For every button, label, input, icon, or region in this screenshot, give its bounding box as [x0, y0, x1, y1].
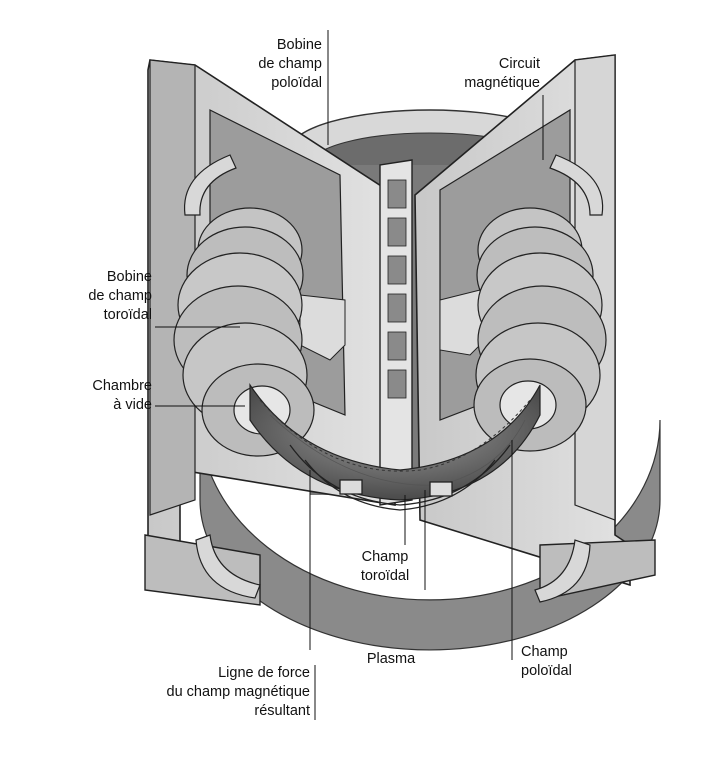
label-circuit-magnetique: Circuit magnétique [440, 55, 540, 93]
label-line: Champ [361, 549, 409, 565]
label-champ-toroidal: Champ toroïdal [340, 548, 430, 586]
label-line: du champ magnétique [166, 684, 311, 700]
label-bobine-toroidal: Bobine de champ toroïdal [50, 268, 152, 325]
central-column [379, 159, 413, 506]
label-line: Champ [521, 644, 568, 660]
label-line: Bobine [276, 37, 322, 53]
label-plasma: Plasma [355, 650, 427, 669]
toroidal-coils-left [173, 207, 315, 457]
leader-lines [155, 30, 544, 720]
label-bobine-poloidal: Bobine de champ poloïdal [240, 36, 322, 93]
label-ligne-de-force: Ligne de force du champ magnétique résul… [150, 664, 311, 721]
poloidal-rings [289, 444, 511, 511]
label-line: de champ [88, 288, 152, 304]
label-line: résultant [254, 703, 310, 719]
label-line: Chambre [92, 378, 152, 394]
label-chambre-vide: Chambre à vide [50, 377, 152, 415]
label-line: poloïdal [271, 75, 322, 91]
label-line: magnétique [464, 75, 540, 91]
label-champ-poloidal: Champ poloïdal [521, 643, 611, 681]
label-line: de champ [258, 56, 322, 72]
label-line: Ligne de force [218, 665, 310, 681]
label-line: toroïdal [360, 568, 410, 584]
label-line: poloïdal [521, 663, 572, 679]
label-line: Circuit [498, 56, 540, 72]
label-line: toroïdal [103, 307, 152, 323]
label-line: Bobine [106, 269, 152, 285]
label-line: Plasma [366, 651, 416, 667]
label-line: à vide [113, 397, 152, 413]
frame-brackets [183, 154, 604, 603]
